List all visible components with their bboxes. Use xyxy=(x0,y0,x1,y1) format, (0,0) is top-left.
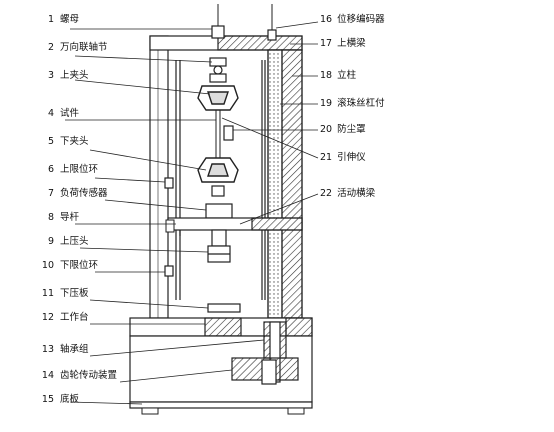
extensometer xyxy=(223,125,234,141)
universal-joint xyxy=(209,57,227,83)
leader-lines-left xyxy=(65,28,265,405)
specimen xyxy=(215,110,221,158)
upper-grip xyxy=(197,85,239,111)
gear-drive xyxy=(231,357,299,385)
nut xyxy=(211,25,225,39)
upper-press-head xyxy=(207,229,231,263)
load-sensor xyxy=(205,203,233,219)
leader-lines-right xyxy=(221,21,319,225)
ball-screw xyxy=(267,49,283,319)
displacement-encoder xyxy=(267,29,277,41)
lower-limit-ring xyxy=(164,265,174,277)
upper-limit-ring xyxy=(164,177,174,189)
machine-frame xyxy=(149,35,303,319)
lower-platen xyxy=(207,303,241,313)
moving-crossbeam xyxy=(167,217,303,236)
base-plate xyxy=(129,401,313,409)
lower-grip xyxy=(197,157,239,183)
